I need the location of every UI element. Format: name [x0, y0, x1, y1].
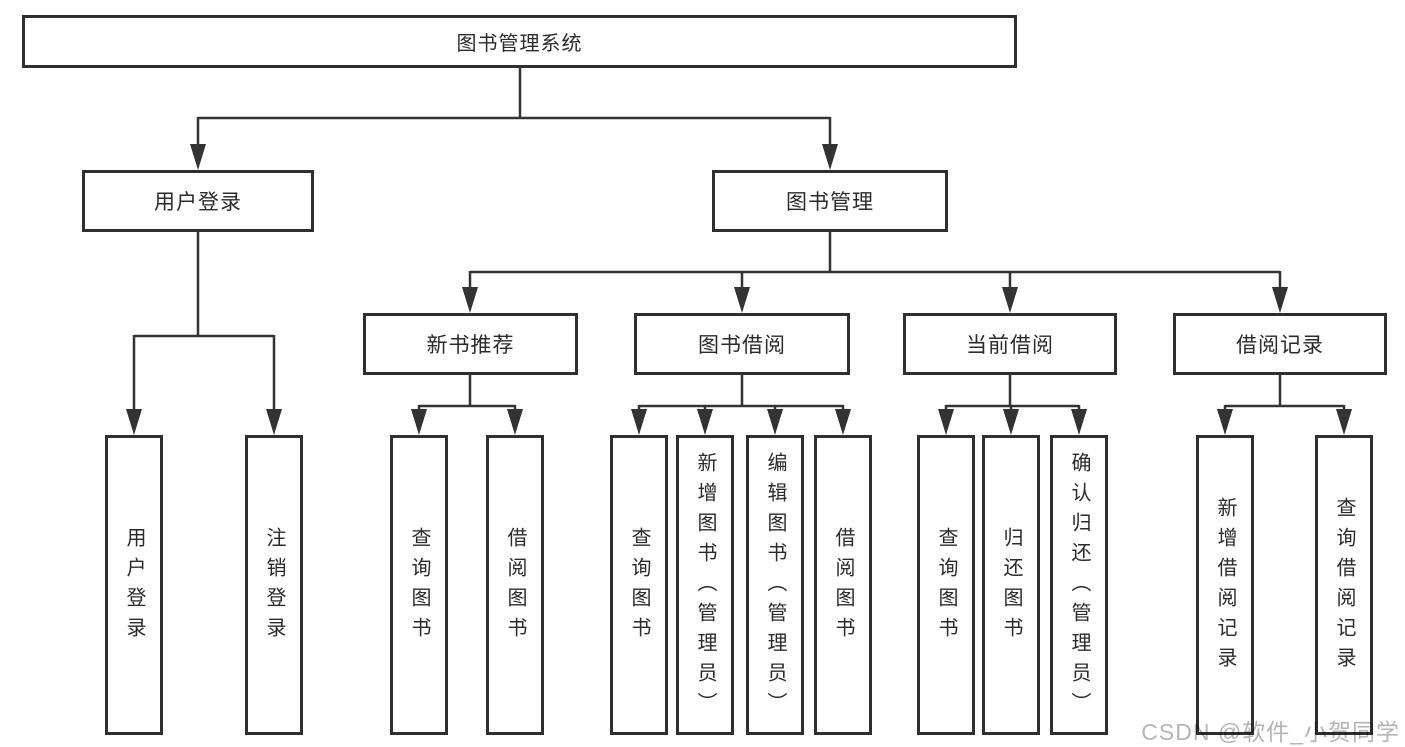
leaf-query-book-recommend: 查询图书 [390, 435, 448, 735]
arrowhead-icons [126, 144, 1352, 435]
leaf-query-book-current: 查询图书 [917, 435, 975, 735]
leaf-add-book-admin: 新增图书（管理员） [676, 435, 734, 735]
leaf-add-borrow-record: 新增借阅记录 [1196, 435, 1254, 735]
leaf-confirm-return-admin: 确认归还（管理员） [1050, 435, 1108, 735]
leaf-user-login: 用户登录 [105, 435, 163, 735]
node-book-management: 图书管理 [712, 170, 948, 232]
leaf-borrow-book-recommend: 借阅图书 [486, 435, 544, 735]
node-borrow-records: 借阅记录 [1173, 313, 1387, 375]
csdn-watermark: CSDN @软件_小贺同学 [1141, 719, 1400, 745]
leaf-return-book: 归还图书 [982, 435, 1040, 735]
leaf-borrow-book: 借阅图书 [814, 435, 872, 735]
node-new-book-recommend: 新书推荐 [363, 313, 578, 375]
leaf-query-book-borrow: 查询图书 [610, 435, 668, 735]
leaf-edit-book-admin: 编辑图书（管理员） [746, 435, 804, 735]
leaf-logout: 注销登录 [245, 435, 303, 735]
node-current-borrow: 当前借阅 [903, 313, 1117, 375]
node-book-borrow: 图书借阅 [634, 313, 850, 375]
node-user-login: 用户登录 [82, 170, 314, 232]
leaf-query-borrow-record: 查询借阅记录 [1315, 435, 1373, 735]
node-root-system: 图书管理系统 [22, 15, 1017, 68]
